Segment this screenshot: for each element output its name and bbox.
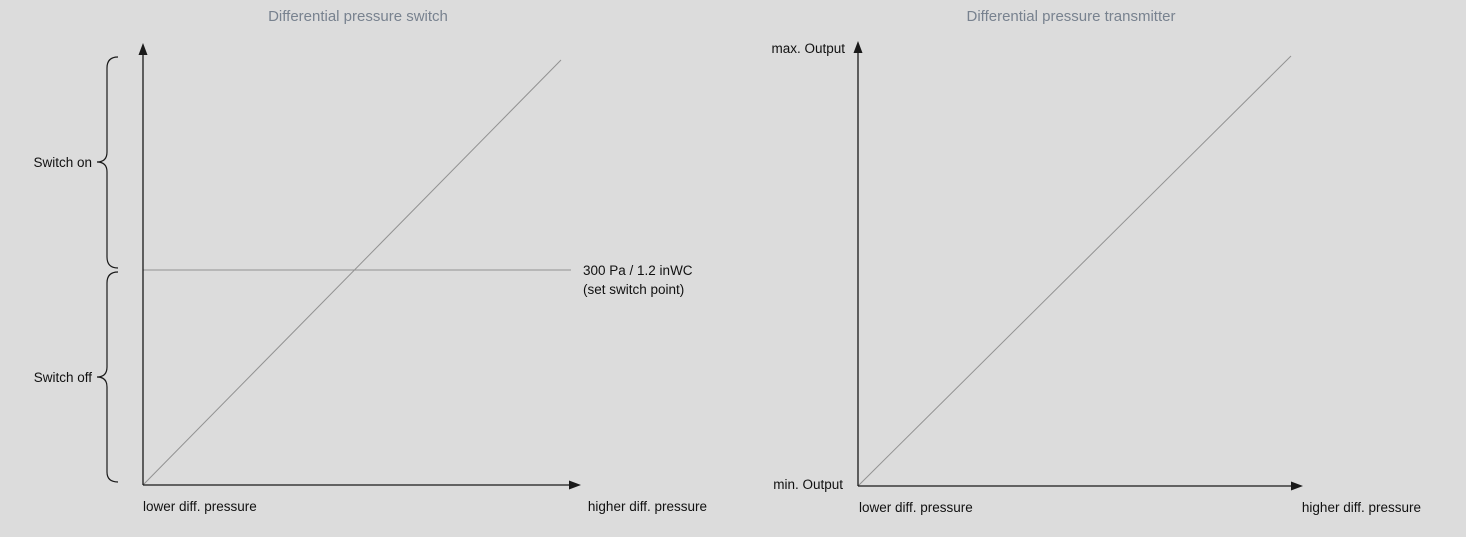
right-x-axis-arrow-icon bbox=[1291, 481, 1303, 491]
right-diagonal-line bbox=[857, 55, 1292, 487]
switch-on-brace-icon bbox=[96, 56, 119, 269]
set-point-caption-label: (set switch point) bbox=[583, 282, 684, 297]
right-y-axis-arrow-icon bbox=[853, 41, 863, 53]
left-chart-title: Differential pressure switch bbox=[268, 8, 448, 25]
left-x-axis-max-label: higher diff. pressure bbox=[588, 499, 707, 514]
left-x-axis-arrow-icon bbox=[569, 480, 581, 490]
right-chart: Differential pressure transmitter max. O… bbox=[771, 8, 1421, 515]
switch-off-label: Switch off bbox=[34, 370, 93, 385]
left-chart: Differential pressure switch Switch on S… bbox=[33, 8, 707, 514]
right-y-axis-max-label: max. Output bbox=[771, 41, 845, 56]
switch-off-brace-icon bbox=[96, 271, 119, 483]
right-y-axis-min-label: min. Output bbox=[773, 477, 843, 492]
switch-on-label: Switch on bbox=[33, 155, 92, 170]
right-chart-title: Differential pressure transmitter bbox=[967, 8, 1176, 25]
right-x-axis-max-label: higher diff. pressure bbox=[1302, 500, 1421, 515]
left-diagonal-line bbox=[142, 59, 562, 486]
right-x-axis-min-label: lower diff. pressure bbox=[859, 500, 973, 515]
left-y-axis-arrow-icon bbox=[138, 43, 148, 55]
left-x-axis-min-label: lower diff. pressure bbox=[143, 499, 257, 514]
set-point-value-label: 300 Pa / 1.2 inWC bbox=[583, 263, 693, 278]
